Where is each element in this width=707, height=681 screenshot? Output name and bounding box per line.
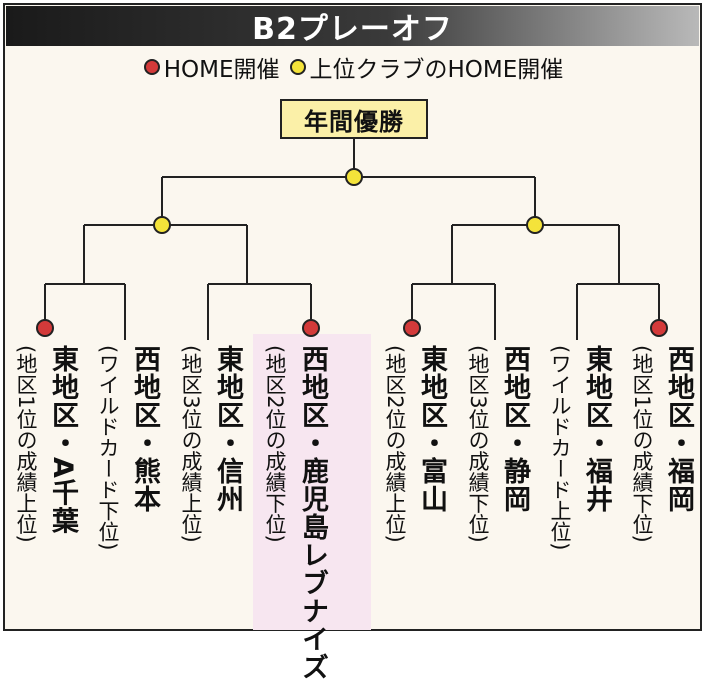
team-note: (地区1位の成績上位) xyxy=(14,345,38,543)
team-shinshu: 東地区・信州 (地区3位の成績上位) xyxy=(171,345,251,625)
team-note: (ワイルドカード下位) xyxy=(96,345,120,551)
semifinal-left-node-icon xyxy=(153,216,171,234)
bracket-connectors xyxy=(44,139,660,340)
highlight-kagoshima xyxy=(253,334,371,630)
legend-label-home: HOME開催 xyxy=(163,57,280,83)
team-name: 東地区・福井 xyxy=(581,345,612,513)
bracket-lines xyxy=(36,139,668,340)
team-kumamoto: 西地区・熊本 (ワイルドカード下位) xyxy=(88,345,168,625)
team-fukui: 東地区・福井 (ワイルドカード上位) xyxy=(540,345,620,625)
team-name: 東地区・A千葉 xyxy=(47,345,78,535)
legend: HOME開催 上位クラブのHOME開催 xyxy=(0,50,707,84)
team-fukuoka: 西地区・福岡 (地区1位の成績下位) xyxy=(622,345,702,625)
champion-box: 年間優勝 xyxy=(280,99,428,139)
final-node-icon xyxy=(345,168,363,186)
team-shizuoka: 西地区・静岡 (地区3位の成績下位) xyxy=(458,345,538,625)
team-note: (地区1位の成績下位) xyxy=(630,345,654,543)
semifinal-right-node-icon xyxy=(526,216,544,234)
team-toyama: 東地区・富山 (地区2位の成績上位) xyxy=(375,345,455,625)
legend-item-higher-seed: 上位クラブのHOME開催 xyxy=(289,50,564,84)
legend-item-home: HOME開催 xyxy=(143,50,280,84)
team-name: 西地区・静岡 xyxy=(499,345,530,513)
team-note: (地区2位の成績上位) xyxy=(383,345,407,543)
home-node-fukuoka-icon xyxy=(650,319,668,337)
team-kagoshima-rebnise: 西地区・鹿児島レブナイズ (地区2位の成績下位) xyxy=(255,345,335,681)
team-note: (地区3位の成績下位) xyxy=(466,345,490,543)
legend-label-higher-seed: 上位クラブのHOME開催 xyxy=(309,57,564,83)
bracket-nodes xyxy=(36,168,668,337)
title-bar: B2プレーオフ xyxy=(6,6,699,47)
team-name: 西地区・熊本 xyxy=(129,345,160,513)
home-node-a-chiba-icon xyxy=(36,319,54,337)
diagram-title: B2プレーオフ xyxy=(252,12,453,47)
team-a-chiba: 東地区・A千葉 (地区1位の成績上位) xyxy=(6,345,86,625)
home-node-kagoshima-icon xyxy=(302,319,320,337)
champion-label: 年間優勝 xyxy=(304,107,404,136)
home-node-toyama-icon xyxy=(403,319,421,337)
team-name: 西地区・鹿児島レブナイズ xyxy=(297,345,328,681)
team-note: (ワイルドカード上位) xyxy=(548,345,572,551)
team-name: 東地区・富山 xyxy=(416,345,447,513)
team-note: (地区3位の成績上位) xyxy=(179,345,203,543)
yellow-dot-icon xyxy=(289,59,306,75)
team-name: 西地区・福岡 xyxy=(663,345,694,513)
red-dot-icon xyxy=(143,59,160,75)
team-note: (地区2位の成績下位) xyxy=(263,345,287,543)
team-name: 東地区・信州 xyxy=(212,345,243,513)
